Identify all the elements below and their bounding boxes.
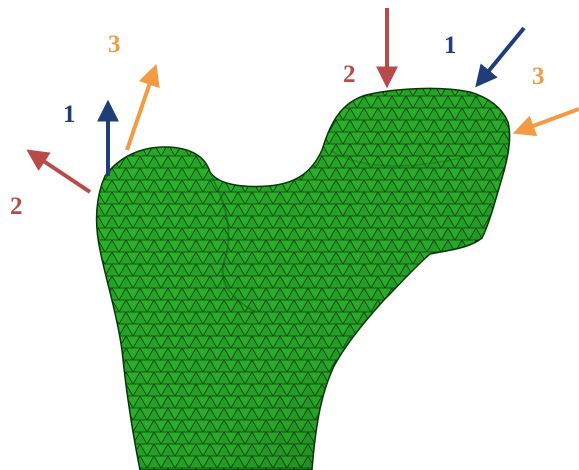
left-label-2: 2 — [10, 193, 23, 220]
right-label-2: 2 — [343, 61, 356, 88]
right-label-1: 1 — [444, 32, 457, 59]
left-label-1: 1 — [63, 101, 76, 128]
left-arrow-2 — [30, 152, 90, 192]
femur-shading — [97, 88, 510, 470]
right-label-3: 3 — [532, 63, 545, 90]
right-arrow-3 — [517, 109, 579, 132]
femur-mesh — [97, 88, 510, 470]
left-label-3: 3 — [108, 31, 121, 58]
left-arrow-3 — [127, 68, 155, 150]
right-arrow-1 — [478, 28, 524, 84]
